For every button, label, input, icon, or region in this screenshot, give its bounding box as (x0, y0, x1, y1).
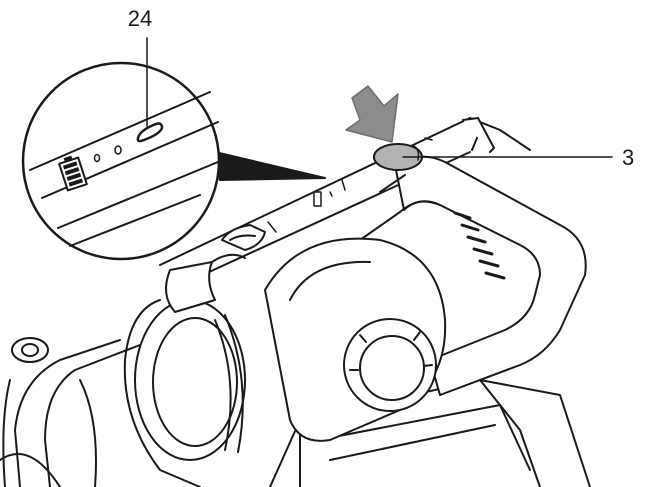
magnifier-pointer-wedge (214, 151, 326, 181)
pivot-housing (264, 237, 447, 442)
indicator-dot (114, 145, 122, 155)
housing-indicators (313, 179, 346, 207)
lower-chassis (269, 379, 591, 487)
led-indicator-slot (136, 122, 164, 143)
callout-label-3: 3 (622, 145, 634, 170)
vent-slots (453, 211, 506, 280)
collar (165, 253, 246, 313)
indicator-dot (93, 153, 101, 163)
dial-knob (359, 335, 425, 401)
battery-icon (58, 155, 88, 192)
callout-label-24: 24 (128, 6, 152, 31)
brush-head (0, 299, 246, 487)
arrow-down-icon (345, 85, 399, 143)
slide-switch (221, 221, 277, 251)
magnifier (21, 61, 326, 261)
